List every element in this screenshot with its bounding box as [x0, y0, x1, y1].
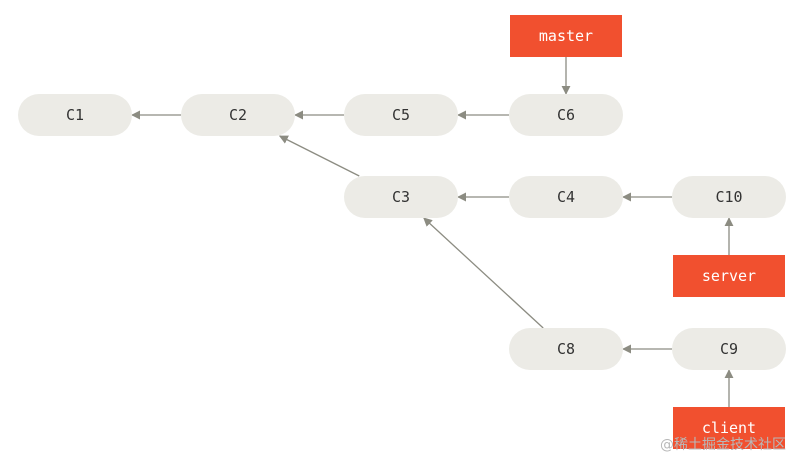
- commit-pill: [509, 176, 623, 218]
- commit-label: C10: [715, 188, 742, 206]
- branch-box: [510, 15, 622, 57]
- branch-label-master: master: [510, 15, 622, 57]
- commit-pill: [672, 176, 786, 218]
- commit-pill: [181, 94, 295, 136]
- commit-node-c1: C1: [18, 94, 132, 136]
- commit-node-c4: C4: [509, 176, 623, 218]
- commit-node-c5: C5: [344, 94, 458, 136]
- branch-name: client: [702, 419, 756, 437]
- commit-label: C3: [392, 188, 410, 206]
- branch-box: [673, 407, 785, 449]
- branch-label-server: server: [673, 255, 785, 297]
- commit-pill: [18, 94, 132, 136]
- commit-label: C1: [66, 106, 84, 124]
- commit-label: C4: [557, 188, 575, 206]
- commit-node-c2: C2: [181, 94, 295, 136]
- commit-node-c8: C8: [509, 328, 623, 370]
- arrow-c8-to-c3: [423, 217, 544, 329]
- commit-label: C8: [557, 340, 575, 358]
- watermark: @稀土掘金技术社区: [660, 437, 786, 453]
- commit-node-c10: C10: [672, 176, 786, 218]
- branch-name: server: [702, 267, 756, 285]
- arrows-layer: [131, 57, 734, 407]
- commit-label: C5: [392, 106, 410, 124]
- commit-label: C6: [557, 106, 575, 124]
- commit-pill: [344, 94, 458, 136]
- commit-label: C9: [720, 340, 738, 358]
- commit-pill: [509, 328, 623, 370]
- arrow-c3-to-c2: [278, 135, 360, 177]
- commit-node-c9: C9: [672, 328, 786, 370]
- commit-pill: [509, 94, 623, 136]
- commit-node-c3: C3: [344, 176, 458, 218]
- branch-name: master: [539, 27, 593, 45]
- commit-pill: [344, 176, 458, 218]
- branch-box: [673, 255, 785, 297]
- commit-label: C2: [229, 106, 247, 124]
- commit-pill: [672, 328, 786, 370]
- commit-node-c6: C6: [509, 94, 623, 136]
- branch-label-client: client: [673, 407, 785, 449]
